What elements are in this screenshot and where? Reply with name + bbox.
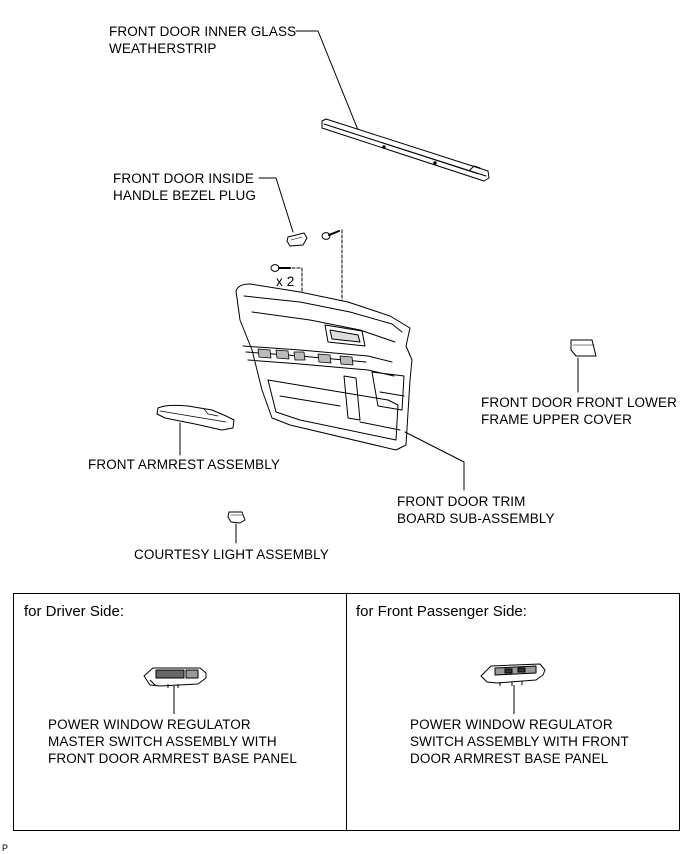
label-weatherstrip-line2: WEATHERSTRIP [109,41,217,56]
weatherstrip-part [321,118,490,182]
label-screw-qty: x 2 [276,274,295,289]
label-weatherstrip-line1: FRONT DOOR INNER GLASS [109,24,297,39]
label-passenger-switch-line2: SWITCH ASSEMBLY WITH FRONT [410,734,629,749]
panel-title-driver: for Driver Side: [24,603,125,620]
label-frame-cover-line1: FRONT DOOR FRONT LOWER [481,395,677,410]
label-driver-switch: POWER WINDOW REGULATOR MASTER SWITCH ASS… [48,716,297,767]
label-bezel-plug: FRONT DOOR INSIDE HANDLE BEZEL PLUG [113,170,256,204]
door-trim-board [235,283,413,451]
label-weatherstrip: FRONT DOOR INNER GLASS WEATHERSTRIP [109,23,296,57]
bezel-plug-part [286,232,308,247]
figure-code: P [2,843,9,853]
leader-bezel-plug [258,177,294,233]
label-frame-cover-line2: FRAME UPPER COVER [481,412,632,427]
frame-cover-part [570,339,597,357]
leader-trim-board [404,431,465,491]
label-driver-switch-line2: MASTER SWITCH ASSEMBLY WITH [48,734,277,749]
armrest-part [156,404,235,431]
panel-divider [346,593,347,831]
label-bezel-plug-line2: HANDLE BEZEL PLUG [113,188,256,203]
passenger-switch-part [480,663,546,686]
screw-x2 [270,264,291,272]
label-trim-board-line2: BOARD SUB-ASSEMBLY [397,511,555,526]
driver-master-switch-part [143,667,207,688]
label-frame-cover: FRONT DOOR FRONT LOWER FRAME UPPER COVER [481,394,677,428]
screw-upper [321,230,340,240]
label-armrest: FRONT ARMREST ASSEMBLY [88,457,280,472]
courtesy-light-part [227,511,246,524]
label-driver-switch-line3: FRONT DOOR ARMREST BASE PANEL [48,751,297,766]
label-passenger-switch-line1: POWER WINDOW REGULATOR [410,717,613,732]
label-bezel-plug-line1: FRONT DOOR INSIDE [113,171,254,186]
label-trim-board: FRONT DOOR TRIM BOARD SUB-ASSEMBLY [397,493,555,527]
leader-weatherstrip [295,30,359,131]
label-trim-board-line1: FRONT DOOR TRIM [397,494,526,509]
label-driver-switch-line1: POWER WINDOW REGULATOR [48,717,251,732]
label-passenger-switch: POWER WINDOW REGULATOR SWITCH ASSEMBLY W… [410,716,629,767]
exploded-parts-diagram [156,30,597,544]
label-passenger-switch-line3: DOOR ARMREST BASE PANEL [410,751,609,766]
label-courtesy-light: COURTESY LIGHT ASSEMBLY [134,547,329,562]
panel-title-passenger: for Front Passenger Side: [356,603,527,620]
